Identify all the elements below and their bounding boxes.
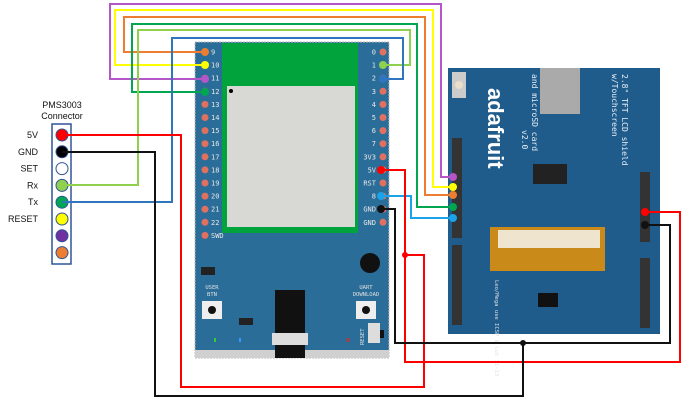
board-pin-label: 12 [211, 88, 219, 96]
shield-note: Leo/Mega use ICSP & cut 11-13 [493, 280, 499, 376]
shield-title-2: w/Touchscreen [610, 74, 619, 137]
board-pin-label: 5V [368, 166, 377, 174]
ic-chip [533, 164, 567, 184]
board-pin [379, 114, 387, 121]
board-pin-label: 15 [211, 127, 219, 135]
board-pin-label: 9 [211, 49, 215, 57]
module-shield-can [227, 86, 355, 227]
wire-rx-light-green [62, 29, 411, 186]
reset-label: RESET [360, 328, 366, 345]
board-pin [379, 218, 387, 226]
pms-pin-label: Rx [27, 180, 38, 190]
pms-pin-label: SET [20, 164, 38, 174]
board-pin-label: 5 [372, 114, 376, 122]
wire-green [131, 23, 453, 208]
board-pin [379, 100, 387, 108]
pms-pin [55, 246, 69, 260]
board-pin-label: 2 [372, 75, 376, 83]
board-pin [379, 127, 387, 135]
wire-tx-blue [62, 37, 404, 203]
board-pin-label: 14 [211, 114, 219, 122]
board-pin-label: 17 [211, 153, 219, 161]
shield-version: v2.0 [520, 130, 529, 149]
board-pin [201, 153, 209, 161]
board-pin-label: 10 [211, 62, 219, 70]
board-pin [379, 87, 387, 95]
user-btn-label: USER [205, 285, 219, 291]
pms-pin-label: RESET [8, 214, 39, 224]
board-pin-label: 13 [211, 101, 219, 109]
board-pin-label: SWD [211, 232, 224, 240]
board-pin-label: 19 [211, 180, 219, 188]
adafruit-logo-text: adafruit [483, 88, 508, 169]
board-pin-label: 22 [211, 219, 219, 227]
uart-label-2: DOWNLOAD [353, 292, 380, 298]
pms-pin [55, 162, 69, 176]
board-pin-label: 18 [211, 166, 219, 174]
board-pin-label: GND [363, 219, 376, 227]
wire-light-blue [381, 195, 453, 219]
chip [201, 267, 215, 275]
user-btn-label-2: BTN [207, 292, 217, 298]
board-pin [201, 100, 209, 108]
pms-pin-label: GND [18, 147, 39, 157]
wire-yellow [114, 9, 453, 188]
board-pin-label: 1 [372, 62, 376, 70]
board-pin-label: 20 [211, 193, 219, 201]
wire-black-gnd [381, 208, 671, 344]
board-pin [201, 114, 209, 121]
junction-black [520, 340, 526, 346]
buzzer [360, 253, 380, 273]
uart-label: UART [359, 285, 373, 291]
usb-connector [275, 290, 305, 358]
wire-red-5v [381, 169, 681, 363]
board-pin-label: 21 [211, 206, 219, 214]
reset-button [368, 323, 380, 343]
board-pin [201, 179, 209, 187]
board-pin-label: RST [363, 180, 376, 188]
pms-title: PMS3003 [42, 100, 82, 110]
microsd-slot [540, 68, 580, 114]
board-pin [379, 153, 387, 161]
pms-pin-label: Tx [28, 197, 38, 207]
board-pin [201, 192, 209, 200]
board-pin-label: 4 [372, 101, 376, 109]
board-pin [201, 127, 209, 135]
board-pin [201, 218, 209, 226]
icsp-header [538, 293, 558, 307]
junction-red [402, 252, 408, 258]
board-pin [201, 166, 209, 174]
wires [62, 3, 681, 397]
pms-pin-label: 5V [27, 130, 38, 140]
board-pin [201, 140, 209, 148]
board-pin [379, 48, 387, 56]
board-pin [201, 231, 209, 239]
shield-subtitle: and microSD card [530, 74, 539, 151]
shield-title: 2.8" TFT LCD shield [620, 74, 629, 166]
board-pin-label: 16 [211, 140, 219, 148]
wire-black-pms [62, 151, 524, 397]
board-pin-label: 7 [372, 140, 376, 148]
board-pin [379, 140, 387, 148]
board-pin-label: 6 [372, 127, 376, 135]
tft-shield: adafruit 2.8" TFT LCD shield w/Touchscre… [448, 68, 660, 376]
board-pin [379, 179, 387, 187]
board-pin-label: 11 [211, 75, 219, 83]
pms-pin [55, 212, 69, 226]
board-pin-label: 0 [372, 49, 376, 57]
board-pin-label: 8 [372, 193, 376, 201]
board-pin [201, 205, 209, 213]
pms-title-2: Connector [41, 111, 83, 121]
wire-purple [109, 3, 453, 178]
board-pin-label: 3 [372, 88, 376, 96]
wire-red-pms [62, 134, 425, 388]
pms-pin [55, 229, 69, 243]
board-pin-label: 3V3 [363, 153, 376, 161]
board-pin-label: GND [363, 206, 376, 214]
